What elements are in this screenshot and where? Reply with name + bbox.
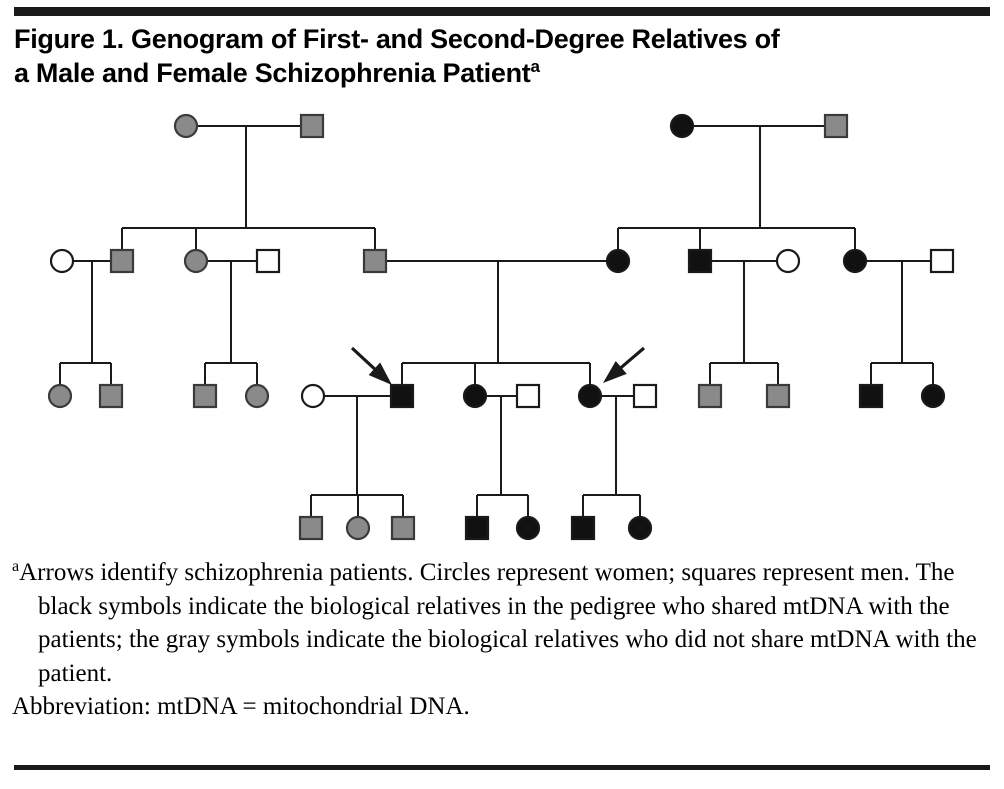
genogram-symbol-cousin-left-4 (244, 383, 270, 409)
genogram-symbol-wife-of-male-patient (300, 383, 326, 409)
pedigree-lines-layer (58, 124, 935, 517)
bottom-rule (14, 765, 990, 770)
genogram-symbol-uncle-in-law-right (929, 248, 955, 274)
genogram-symbol-uncle-in-law-left (255, 248, 281, 274)
footnote-text: Arrows identify schizophrenia patients. … (19, 559, 977, 687)
figure-footnote: aArrows identify schizophrenia patients.… (12, 556, 992, 724)
genogram-symbol-grandfather-paternal-left (299, 113, 325, 139)
genogram-symbol-female-schizophrenia-patient (577, 383, 603, 409)
genogram-symbol-cousin-right-2 (765, 383, 791, 409)
genogram-symbol-cousin-left-3 (192, 383, 218, 409)
figure-title: Figure 1. Genogram of First- and Second-… (14, 22, 914, 90)
genogram-symbol-aunt-right (842, 248, 868, 274)
figure-title-line-1: Figure 1. Genogram of First- and Second-… (14, 24, 780, 54)
genogram-symbol-child-5 (515, 515, 541, 541)
pedigree-symbols-layer (47, 113, 955, 541)
genogram-symbol-grandmother-maternal-left (173, 113, 199, 139)
genogram-symbol-aunt-left (183, 248, 209, 274)
genogram-symbol-cousin-right-3 (858, 383, 884, 409)
footnote-marker: a (12, 557, 20, 575)
genogram-symbol-aunt-in-law-right (775, 248, 801, 274)
genogram-symbol-child-4 (464, 515, 490, 541)
genogram-symbol-cousin-left-2 (98, 383, 124, 409)
figure-title-footnote-marker: a (530, 57, 540, 77)
genogram-symbol-sister-center (462, 383, 488, 409)
genogram-symbol-male-schizophrenia-patient (389, 383, 415, 409)
arrow-male-patient-shaft (350, 346, 380, 374)
genogram-symbol-uncle-right (687, 248, 713, 274)
arrow-female-patient-head (603, 360, 627, 383)
genogram-diagram (0, 100, 1004, 550)
genogram-symbol-cousin-left-1 (47, 383, 73, 409)
genogram-svg (47, 113, 955, 541)
genogram-symbol-father-center (362, 248, 388, 274)
genogram-symbol-cousin-right-4 (920, 383, 946, 409)
figure-title-line-2: a Male and Female Schizophrenia Patient (14, 58, 531, 89)
footnote-paragraph: aArrows identify schizophrenia patients.… (12, 556, 992, 690)
genogram-symbol-child-3 (390, 515, 416, 541)
genogram-symbol-aunt-in-law-left (49, 248, 75, 274)
genogram-symbol-grandfather-paternal-right (823, 113, 849, 139)
genogram-symbol-mother-center (605, 248, 631, 274)
genogram-symbol-child-2 (345, 515, 371, 541)
arrow-male-patient-head (368, 362, 392, 385)
genogram-symbol-grandmother-maternal-right (669, 113, 695, 139)
genogram-symbol-child-6 (570, 515, 596, 541)
genogram-symbol-uncle-left (109, 248, 135, 274)
top-rule (14, 7, 990, 16)
footnote-abbreviation: Abbreviation: mtDNA = mitochondrial DNA. (12, 693, 470, 720)
genogram-symbol-husband-of-sister (515, 383, 541, 409)
genogram-symbol-child-1 (298, 515, 324, 541)
genogram-symbol-cousin-right-1 (697, 383, 723, 409)
genogram-symbol-husband-of-female-patient (632, 383, 658, 409)
patient-arrows-layer (350, 346, 646, 385)
genogram-symbol-child-7 (627, 515, 653, 541)
